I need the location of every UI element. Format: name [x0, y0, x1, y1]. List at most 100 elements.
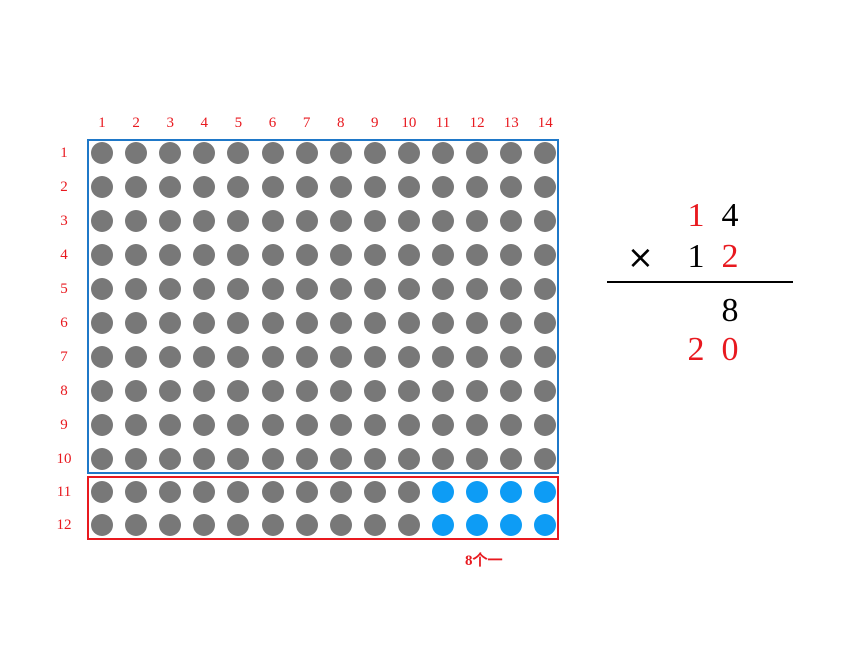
dot [432, 142, 454, 164]
dot [91, 448, 113, 470]
dot [295, 312, 318, 334]
dot [363, 448, 386, 470]
dot [261, 278, 284, 300]
dot [159, 210, 182, 232]
digit: 2 [721, 238, 739, 275]
highlighted-dot [466, 514, 489, 536]
dot [125, 142, 148, 164]
dot [159, 142, 182, 164]
dot [295, 278, 318, 300]
dot [397, 278, 420, 300]
digit: 1 [687, 197, 705, 234]
dot [295, 448, 318, 470]
dot [261, 481, 284, 503]
dot [159, 380, 182, 402]
dot [500, 278, 523, 300]
dot [534, 278, 557, 300]
dot [397, 244, 420, 266]
dot [261, 244, 284, 266]
dot [125, 448, 148, 470]
column-label: 1 [98, 115, 106, 131]
dot [159, 514, 182, 536]
dot [159, 481, 182, 503]
dot [466, 346, 489, 368]
dot [159, 244, 182, 266]
dot [432, 346, 454, 368]
dot [534, 414, 557, 436]
multiply-sign: × [627, 238, 654, 276]
dot [432, 312, 454, 334]
column-label: 7 [302, 115, 311, 131]
dot [193, 514, 216, 536]
lower-block-frame [87, 476, 559, 540]
dot [91, 142, 113, 164]
column-label: 13 [503, 115, 519, 131]
dot [329, 176, 352, 198]
dot [500, 244, 523, 266]
dot [193, 448, 216, 470]
dot [329, 346, 352, 368]
dot [91, 312, 113, 334]
column-label: 8 [336, 115, 345, 131]
dot [193, 414, 216, 436]
dot [397, 481, 420, 503]
dot [397, 210, 420, 232]
column-label: 9 [371, 115, 379, 131]
row-label: 4 [60, 247, 68, 263]
dot [91, 514, 113, 536]
dot [432, 414, 454, 436]
digit: 8 [721, 292, 739, 329]
dot [534, 142, 557, 164]
dot [295, 142, 318, 164]
dot [193, 210, 216, 232]
dot [227, 312, 250, 334]
dot [193, 244, 216, 266]
dot [125, 380, 148, 402]
row-label: 10 [56, 451, 72, 467]
dot [227, 481, 250, 503]
dot [466, 278, 489, 300]
dot [329, 142, 352, 164]
dot [227, 176, 250, 198]
dot [363, 481, 386, 503]
highlighted-dot [466, 481, 489, 503]
dot [159, 346, 182, 368]
dot [397, 312, 420, 334]
row-label: 2 [60, 179, 68, 195]
dot [227, 346, 250, 368]
highlighted-dot [534, 514, 557, 536]
dot [397, 142, 420, 164]
dot [193, 481, 216, 503]
ones-annotation: 8个一 [465, 553, 503, 569]
dot [329, 312, 352, 334]
dot [261, 414, 284, 436]
dot [227, 210, 250, 232]
digit: 0 [721, 331, 739, 368]
dot [193, 380, 216, 402]
dot [329, 210, 352, 232]
dot [534, 244, 557, 266]
dot [432, 380, 454, 402]
dot [534, 312, 557, 334]
row-label: 8 [60, 383, 68, 399]
dot [91, 278, 113, 300]
dot [363, 210, 386, 232]
dot [295, 176, 318, 198]
dot [329, 278, 352, 300]
highlighted-dot [500, 481, 523, 503]
dot [227, 448, 250, 470]
dot [159, 278, 182, 300]
dot [466, 380, 489, 402]
dot [363, 514, 386, 536]
dot [363, 244, 386, 266]
column-label: 12 [469, 115, 485, 131]
dot [432, 210, 454, 232]
dot [295, 514, 318, 536]
dot [500, 380, 523, 402]
dot [432, 176, 454, 198]
dot [500, 210, 523, 232]
dot [329, 244, 352, 266]
row-label: 12 [56, 517, 72, 533]
dot [125, 278, 148, 300]
dot [500, 346, 523, 368]
